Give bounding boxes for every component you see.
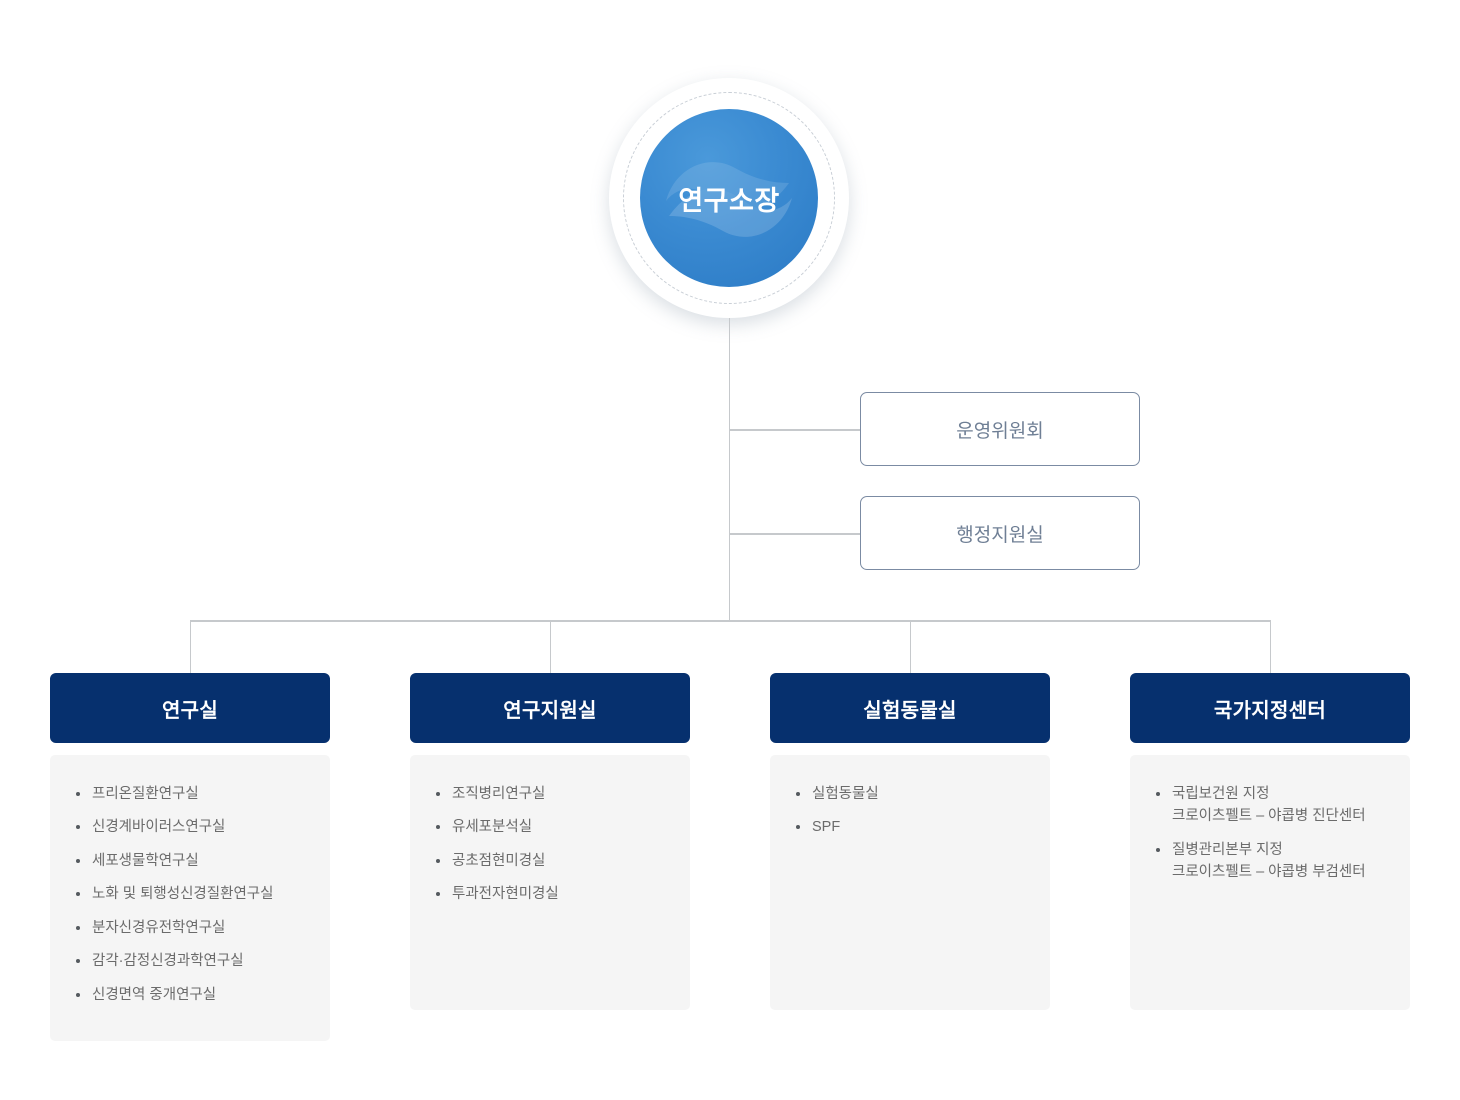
list-item-label: 프리온질환연구실	[92, 786, 199, 802]
connector-drop-column-1	[189, 620, 191, 673]
list-item: 감각·감정신경과학연구실	[76, 950, 312, 972]
list-item-label: 국립보건원 지정	[1172, 786, 1270, 802]
connector-branch-committee	[728, 429, 861, 431]
root-circle[interactable]: 연구소장	[640, 109, 818, 287]
connector-branch-admin	[728, 533, 861, 535]
list-item: 공초점현미경실	[436, 850, 672, 872]
list-item: 유세포분석실	[436, 816, 672, 838]
side-box-label: 행정지원실	[956, 524, 1044, 546]
column-list: 실험동물실 SPF	[796, 783, 1032, 839]
list-item-label: 감각·감정신경과학연구실	[92, 953, 244, 970]
root-dashed-ring	[623, 92, 835, 304]
list-item-label: 유세포분석실	[452, 819, 533, 836]
root-node[interactable]: 연구소장	[609, 78, 849, 318]
root-label: 연구소장	[678, 185, 780, 216]
column-header-animal-facility[interactable]: 실험동물실	[770, 673, 1050, 743]
list-item-label: 질병관리본부 지정	[1172, 841, 1283, 858]
list-item-label: 세포생물학연구실	[92, 852, 199, 869]
column-animal-facility: 실험동물실 실험동물실 SPF	[770, 673, 1050, 1041]
list-item: 신경면역 중개연구실	[76, 984, 312, 1006]
column-header-national-center[interactable]: 국가지정센터	[1130, 673, 1410, 743]
list-item: 프리온질환연구실	[76, 783, 312, 805]
list-item-label: 공초점현미경실	[452, 852, 546, 869]
column-header-laboratory[interactable]: 연구실	[50, 673, 330, 743]
list-item-label: 신경계바이러스연구실	[92, 819, 226, 836]
list-item: 투과전자현미경실	[436, 883, 672, 905]
connector-drop-column-4	[1269, 620, 1271, 673]
list-item-label: 신경면역 중개연구실	[92, 986, 217, 1003]
list-item-sublabel: 크로이츠펠트 – 야콥병 부검센터	[1172, 864, 1366, 881]
list-item: 신경계바이러스연구실	[76, 816, 312, 838]
connector-trunk-vertical	[728, 318, 730, 620]
side-box-steering-committee[interactable]: 운영위원회	[860, 392, 1140, 466]
column-header-label: 연구실	[161, 699, 219, 722]
side-box-administrative-support[interactable]: 행정지원실	[860, 496, 1140, 570]
column-body-animal-facility: 실험동물실 SPF	[770, 755, 1050, 1010]
connector-horizontal-bus	[190, 620, 1271, 622]
column-header-label: 연구지원실	[503, 699, 597, 722]
list-item: SPF	[796, 816, 1032, 838]
list-item-label: SPF	[812, 819, 841, 836]
list-item: 노화 및 퇴행성신경질환연구실	[76, 883, 312, 905]
connector-drop-column-3	[909, 620, 911, 673]
list-item-label: 분자신경유전학연구실	[92, 919, 226, 936]
column-header-research-support[interactable]: 연구지원실	[410, 673, 690, 743]
connector-drop-column-2	[549, 620, 551, 673]
list-item: 분자신경유전학연구실	[76, 917, 312, 939]
list-item: 실험동물실	[796, 783, 1032, 805]
list-item-label: 노화 및 퇴행성신경질환연구실	[92, 886, 274, 903]
list-item-label: 투과전자현미경실	[452, 886, 559, 903]
list-item: 세포생물학연구실	[76, 850, 312, 872]
side-box-label: 운영위원회	[956, 420, 1044, 442]
list-item-sublabel: 크로이츠펠트 – 야콥병 진단센터	[1172, 808, 1366, 825]
column-header-label: 국가지정센터	[1213, 699, 1327, 722]
list-item-label: 조직병리연구실	[452, 786, 546, 802]
column-header-label: 실험동물실	[863, 699, 957, 722]
list-item: 조직병리연구실	[436, 783, 672, 805]
list-item-label: 실험동물실	[812, 786, 879, 802]
